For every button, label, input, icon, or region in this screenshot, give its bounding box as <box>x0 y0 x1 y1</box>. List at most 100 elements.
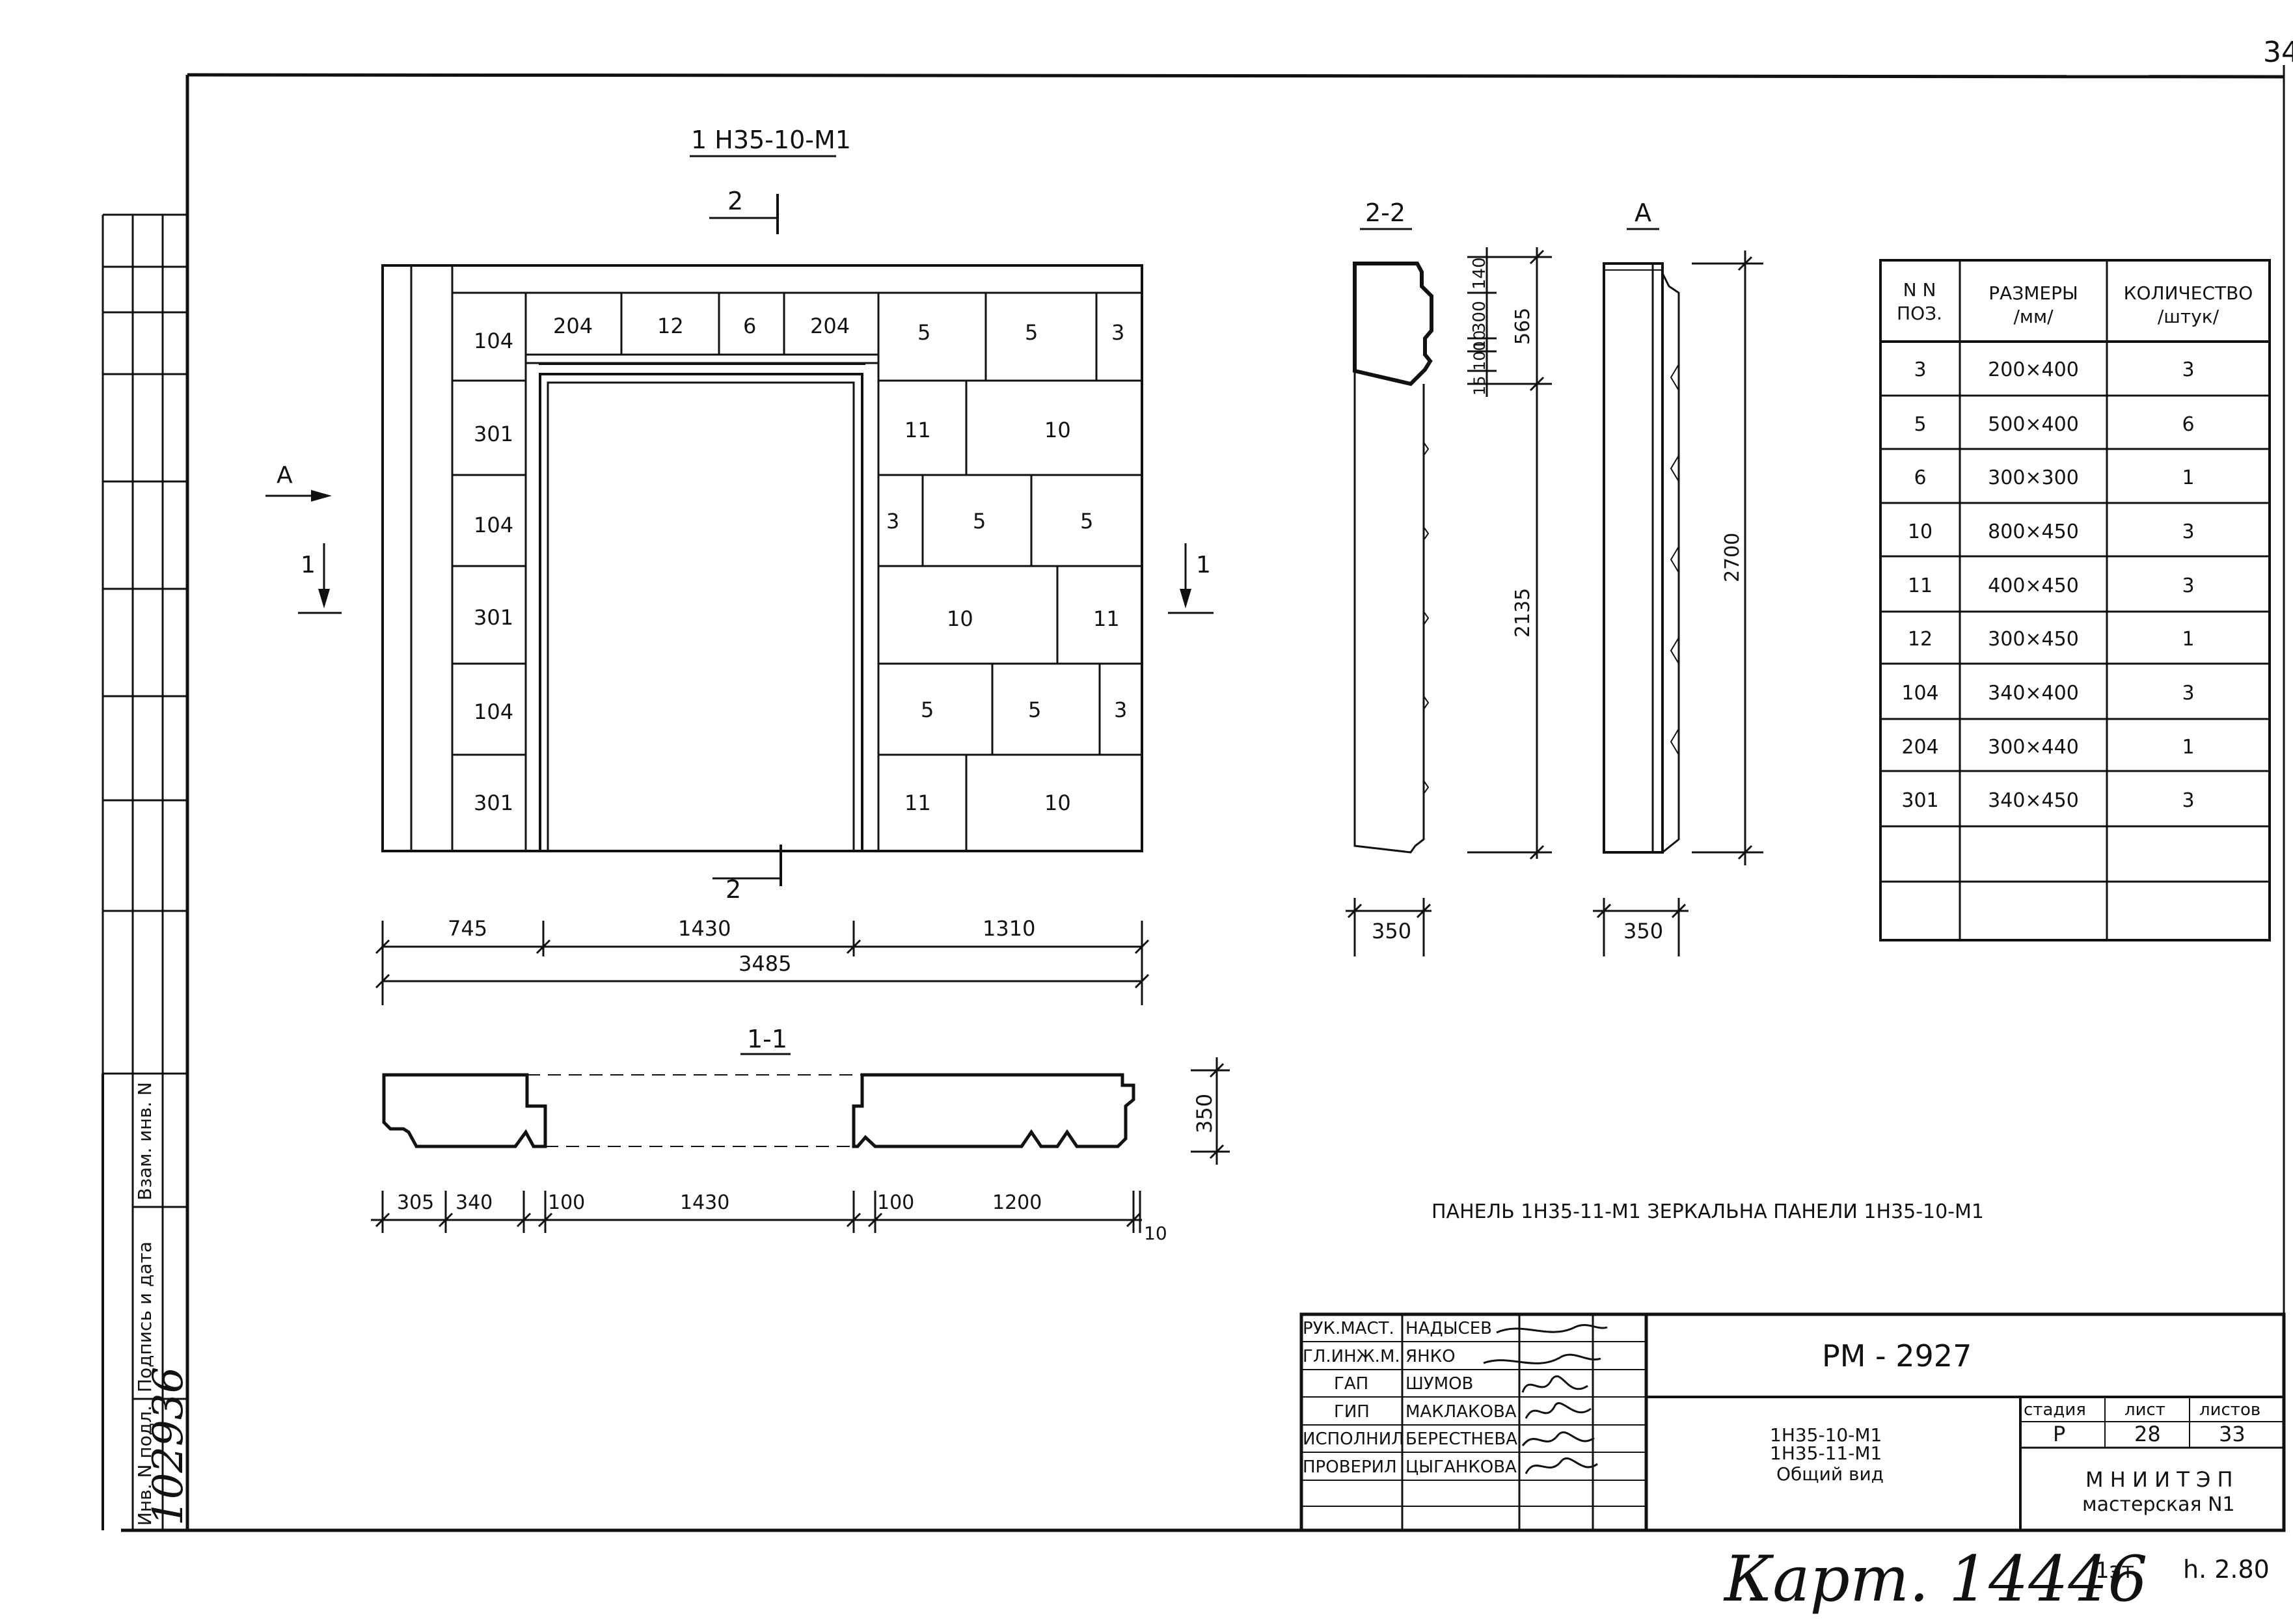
name-4: БЕРЕСТНЕВА <box>1405 1429 1517 1449</box>
spec-cell-r5-c2: 1 <box>2182 628 2194 651</box>
dim-1310: 1310 <box>983 916 1035 941</box>
spec-cell-r1-c2: 6 <box>2182 413 2194 436</box>
spec-header-qty: КОЛИЧЕСТВО/штук/ <box>2124 282 2253 327</box>
block-r3-1: 11 <box>1093 606 1120 631</box>
panel-elevation <box>381 264 1143 852</box>
section-1-1 <box>371 1057 1230 1233</box>
view-a-width: 350 <box>1623 919 1663 943</box>
sheet-value: 28 <box>2134 1422 2161 1446</box>
s22-dim-140: 140 <box>1470 257 1489 290</box>
spec-header-size: РАЗМЕРЫ/мм/ <box>1988 282 2078 327</box>
s11-dim-1: 340 <box>455 1191 493 1214</box>
role-3: ГИП <box>1334 1402 1370 1422</box>
side-label-inv: Инв. N подл. <box>134 1405 156 1526</box>
block-left-4: 104 <box>474 699 513 724</box>
spec-cell-r3-c1: 800×450 <box>1988 521 2079 543</box>
block-r4-2: 3 <box>1114 697 1127 722</box>
spec-cell-r2-c2: 1 <box>2182 467 2194 489</box>
org-line-2: мастерская N1 <box>2082 1493 2235 1516</box>
block-left-0: 104 <box>474 329 513 353</box>
spec-cell-r1-c1: 500×400 <box>1988 413 2079 436</box>
spec-cell-r5-c1: 300×450 <box>1988 628 2079 651</box>
sheet-frame <box>121 65 2285 1532</box>
side-stamp <box>102 213 187 1530</box>
spec-cell-r7-c2: 1 <box>2182 736 2194 759</box>
arrow-a-label: А <box>277 462 293 489</box>
stage-header: стадия <box>2024 1400 2086 1420</box>
s11-dim-3: 1430 <box>680 1191 729 1214</box>
section-1-1-title: 1-1 <box>747 1025 787 1053</box>
org-line-1: М Н И И Т Э П <box>2085 1467 2233 1492</box>
spec-cell-r3-c2: 3 <box>2182 521 2194 543</box>
page-number: 34 <box>2263 36 2293 69</box>
s22-dim-2135: 2135 <box>1512 588 1534 638</box>
spec-cell-r0-c1: 200×400 <box>1988 359 2079 381</box>
section-mark-2-bottom: 2 <box>726 875 741 904</box>
role-0: РУК.МАСТ. <box>1303 1319 1394 1338</box>
block-r1-1: 10 <box>1044 418 1071 442</box>
desc-line-1: 1Н35-11-М1 <box>1770 1442 1882 1464</box>
block-lintel-1: 12 <box>657 314 684 338</box>
s11-dim-4: 100 <box>877 1191 914 1214</box>
name-2: ШУМОВ <box>1405 1374 1473 1394</box>
spec-cell-r6-c1: 340×400 <box>1988 682 2079 705</box>
spec-cell-r4-c0: 11 <box>1908 575 1933 597</box>
section-mark-2-top: 2 <box>727 187 743 215</box>
block-lintel-3: 204 <box>810 314 850 338</box>
spec-cell-r0-c0: 3 <box>1914 359 1926 381</box>
block-left-2: 104 <box>474 513 513 537</box>
block-r4-0: 5 <box>921 697 934 722</box>
block-r5-1: 10 <box>1044 791 1071 815</box>
block-r0-2: 3 <box>1111 320 1124 345</box>
spec-cell-r5-c0: 12 <box>1908 628 1933 651</box>
arrow-1-left-label: 1 <box>301 552 316 578</box>
dim-1430: 1430 <box>678 916 731 941</box>
drawing-code: РМ - 2927 <box>1822 1338 1972 1374</box>
spec-cell-r7-c0: 204 <box>1901 736 1938 759</box>
role-1: ГЛ.ИНЖ.М. <box>1303 1347 1400 1366</box>
spec-cell-r8-c0: 301 <box>1901 789 1938 812</box>
block-lintel-2: 6 <box>743 314 756 338</box>
sheets-header: листов <box>2199 1400 2260 1420</box>
spec-cell-r8-c1: 340×450 <box>1988 789 2079 812</box>
block-r2-0: 3 <box>886 509 899 534</box>
s11-dim-2: 100 <box>548 1191 585 1214</box>
s11-dim-5: 1200 <box>992 1191 1042 1214</box>
s11-dim-end: 10 <box>1144 1223 1167 1244</box>
spec-cell-r2-c1: 300×300 <box>1988 467 2079 489</box>
name-3: МАКЛАКОВА <box>1405 1402 1517 1422</box>
block-r2-1: 5 <box>973 509 986 534</box>
block-left-5: 301 <box>474 791 513 815</box>
signatures <box>1483 1323 1608 1474</box>
side-label-sign: Подпись и дата <box>134 1241 156 1392</box>
block-r2-2: 5 <box>1080 509 1093 534</box>
block-r0-0: 5 <box>917 320 930 345</box>
role-4: ИСПОЛНИЛ <box>1303 1429 1404 1449</box>
s11-dim-0: 305 <box>397 1191 434 1214</box>
title-block <box>1299 1312 2286 1532</box>
spec-cell-r0-c2: 3 <box>2182 359 2194 381</box>
footer-handwritten: Карт. 14446 <box>1723 1543 2147 1616</box>
elevation-title: 1 Н35-10-М1 <box>691 126 851 154</box>
s22-dim-15: 15 <box>1471 375 1489 396</box>
spec-cell-r8-c2: 3 <box>2182 789 2194 812</box>
arrow-1-right-label: 1 <box>1196 552 1211 578</box>
sheets-value: 33 <box>2219 1422 2246 1446</box>
name-0: НАДЫСЕВ <box>1405 1319 1492 1338</box>
stage-value: Р <box>2053 1422 2065 1446</box>
view-a <box>1593 250 1763 956</box>
side-label-vzam: Взам. инв. N <box>134 1082 156 1200</box>
spec-cell-r6-c2: 3 <box>2182 682 2194 705</box>
spec-cell-r3-c0: 10 <box>1908 521 1933 543</box>
spec-cell-r7-c1: 300×440 <box>1988 736 2079 759</box>
spec-cell-r4-c2: 3 <box>2182 575 2194 597</box>
dim-3485: 3485 <box>739 951 791 976</box>
block-left-3: 301 <box>474 605 513 630</box>
spec-cell-r2-c0: 6 <box>1914 467 1926 489</box>
footer-date: h. 2.80 <box>2183 1555 2270 1584</box>
s22-dim-100: 100 <box>1471 341 1489 371</box>
name-1: ЯНКО <box>1405 1347 1456 1366</box>
